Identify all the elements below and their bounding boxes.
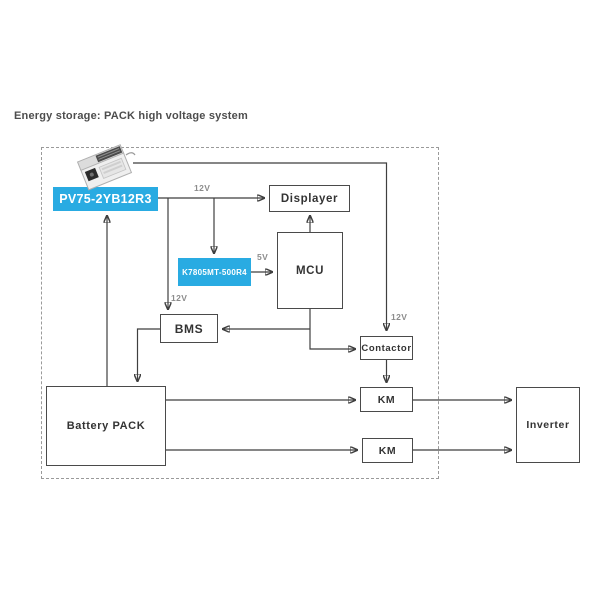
mcu-label: MCU	[296, 264, 324, 277]
battery-pack-label: Battery PACK	[66, 420, 146, 432]
bms-label: BMS	[174, 321, 204, 336]
psu-model-label: PV75-2YB12R3	[59, 192, 152, 206]
km2-label: KM	[378, 444, 397, 457]
regulator-model-label: K7805MT-500R4	[182, 267, 247, 277]
battery-pack-box: Battery PACK	[46, 386, 166, 466]
km2-box: KM	[362, 438, 413, 463]
km1-label: KM	[377, 393, 396, 406]
km1-box: KM	[360, 387, 413, 412]
regulator-model-box: K7805MT-500R4	[178, 258, 251, 286]
label-5v-mcu: 5V	[257, 252, 269, 262]
contactor-box: Contactor	[360, 336, 413, 360]
system-boundary	[41, 147, 439, 479]
label-12v-displayer-line: 12V	[194, 183, 211, 193]
displayer-label: Displayer	[280, 192, 339, 205]
displayer-box: Displayer	[269, 185, 350, 212]
bms-box: BMS	[160, 314, 218, 343]
mcu-box: MCU	[277, 232, 343, 309]
label-12v-contactor: 12V	[391, 312, 408, 322]
psu-wire	[125, 152, 136, 156]
contactor-label: Contactor	[361, 342, 412, 354]
label-12v-bms: 12V	[171, 293, 188, 303]
diagram-title: Energy storage: PACK high voltage system	[14, 110, 248, 122]
power-supply-product-image	[76, 144, 136, 191]
inverter-box: Inverter	[516, 387, 580, 463]
inverter-label: Inverter	[526, 419, 570, 431]
